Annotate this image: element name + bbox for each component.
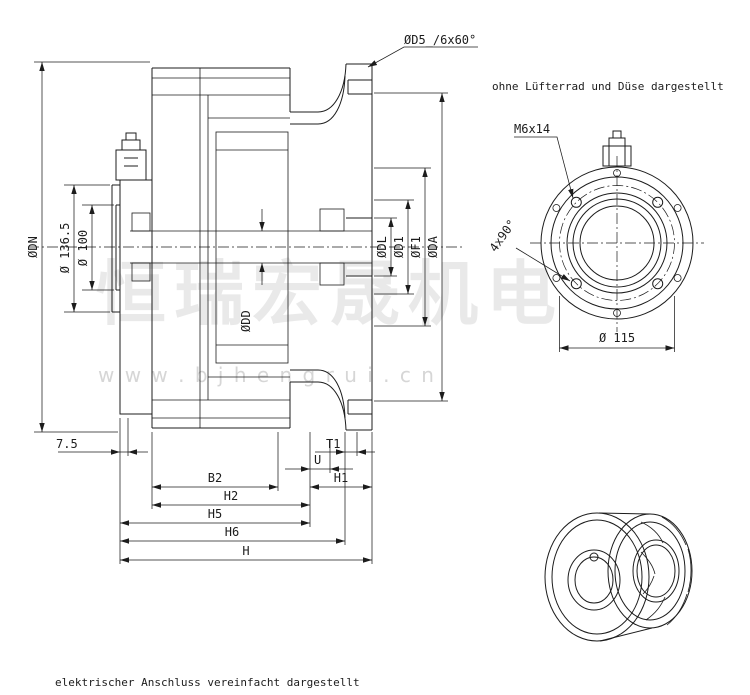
dim-h5: H5 [120, 507, 310, 526]
dim-f1-label: ØF1 [409, 236, 423, 258]
dimensions: ØDN Ø 136.5 Ø 100 ØDD ØD5_/6x60° [26, 33, 478, 564]
impeller-3d-view [544, 512, 693, 642]
dim-h1-label: H1 [334, 471, 348, 485]
note-top-right: ohne Lüfterrad und Düse dargestellt [492, 80, 724, 93]
dim-115-label: Ø 115 [599, 331, 635, 345]
dim-d100-label: Ø 100 [76, 230, 90, 266]
terminal-box [115, 132, 147, 181]
dim-dl: ØDL [374, 217, 397, 277]
impeller-blades [640, 516, 692, 626]
dim-h: H [120, 544, 372, 563]
dim-dd-label: ØDD [239, 310, 253, 332]
dim-b2-label: B2 [208, 471, 222, 485]
rear-cover [111, 179, 153, 415]
dim-u: U [285, 453, 353, 472]
dim-da-label: ØDA [426, 235, 440, 257]
dim-dd: ØDD [239, 209, 265, 332]
motor-housing [151, 63, 373, 431]
dim-h2-label: H2 [224, 489, 238, 503]
dim-b2: B2 [152, 471, 278, 490]
dim-t1-label: T1 [326, 437, 340, 451]
dim-da: ØDA [374, 92, 448, 402]
dim-h1: H1 [310, 471, 372, 490]
dim-m6: M6x14 [514, 122, 574, 199]
dim-m6-label: M6x14 [514, 122, 550, 136]
watermark-cn: 恒瑞宏晟机电 [96, 253, 564, 335]
dim-h6-label: H6 [225, 525, 239, 539]
dim-h2: H2 [152, 489, 310, 508]
dim-d136-label: Ø 136.5 [58, 223, 72, 274]
dim-d100: Ø 100 [76, 204, 114, 291]
watermark: 恒瑞宏晟机电 w w w . b j h e n g r u i . c n [96, 253, 564, 387]
dim-u-label: U [314, 453, 321, 467]
dim-7-5: 7.5 [56, 437, 148, 455]
dim-h5-label: H5 [208, 507, 222, 521]
dim-115: Ø 115 [559, 296, 675, 352]
dim-d1: ØD1 [374, 199, 414, 295]
note-bottom-left: elektrischer Anschluss vereinfacht darge… [55, 676, 360, 689]
dim-h-label: H [242, 544, 249, 558]
m6-holes [570, 196, 664, 290]
main-section-view [28, 63, 462, 431]
bolt-circle [559, 185, 675, 301]
watermark-url: w w w . b j h e n g r u i . c n [98, 363, 436, 387]
dim-d5-label: ØD5_/6x60° [404, 33, 476, 47]
dim-h6: H6 [120, 525, 345, 544]
dim-t1: T1 [315, 437, 375, 455]
motor-internals [130, 68, 372, 428]
cable-gland [602, 130, 632, 167]
dim-dn-label: ØDN [26, 236, 40, 258]
dim-d136: Ø 136.5 [58, 184, 110, 313]
dim-7-5-label: 7.5 [56, 437, 78, 451]
dim-dl-label: ØDL [375, 236, 389, 258]
dim-d1-label: ØD1 [392, 236, 406, 258]
dim-d5: ØD5_/6x60° [367, 33, 478, 68]
d5-holes [552, 169, 682, 317]
dim-4x90-label: 4x90° [487, 217, 519, 255]
dim-f1: ØF1 [374, 167, 431, 327]
dim-dn: ØDN [26, 61, 150, 433]
